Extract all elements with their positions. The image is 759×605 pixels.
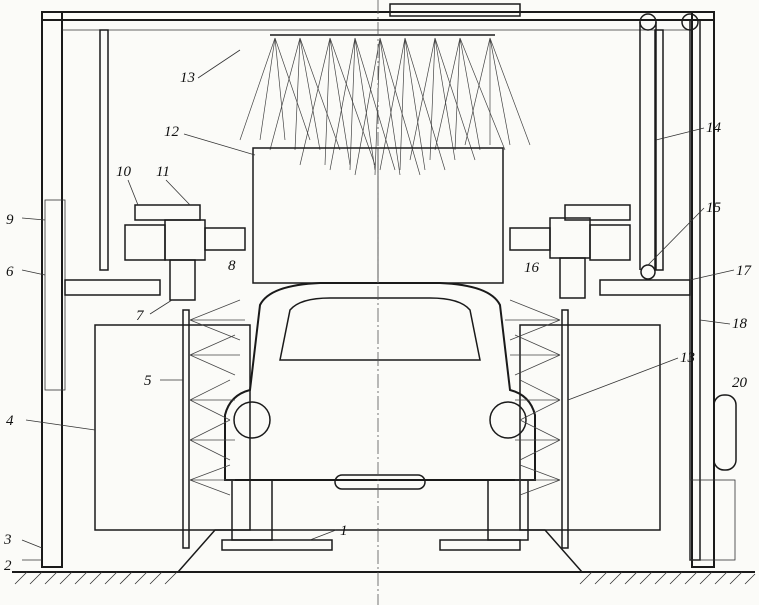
rail-track xyxy=(177,529,583,573)
part-labels: 1 2 3 4 5 6 7 8 9 10 11 12 13 13 14 15 1… xyxy=(3,70,753,574)
side-spray-pipes xyxy=(182,299,569,549)
car xyxy=(224,282,536,541)
side-brushes xyxy=(94,324,661,531)
label-13-top: 13 xyxy=(180,70,195,86)
label-17: 17 xyxy=(736,263,753,279)
label-9: 9 xyxy=(6,212,14,228)
label-6: 6 xyxy=(6,264,14,280)
label-14: 14 xyxy=(706,120,722,136)
label-10: 10 xyxy=(116,164,132,180)
label-5: 5 xyxy=(144,373,152,389)
label-12: 12 xyxy=(164,124,180,140)
counterweight xyxy=(713,394,737,471)
label-2: 2 xyxy=(4,558,12,574)
label-4: 4 xyxy=(6,413,14,429)
label-15: 15 xyxy=(706,200,722,216)
right-drive-unit xyxy=(509,204,691,299)
ground xyxy=(12,571,756,585)
label-18: 18 xyxy=(732,316,748,332)
label-1: 1 xyxy=(340,523,348,539)
portal-frame xyxy=(41,11,736,568)
label-3: 3 xyxy=(3,532,12,548)
left-drive-unit xyxy=(64,204,246,301)
label-16: 16 xyxy=(524,260,540,276)
leader-lines xyxy=(21,49,735,561)
label-20: 20 xyxy=(732,375,748,391)
label-7: 7 xyxy=(136,308,145,324)
label-11: 11 xyxy=(156,164,170,180)
lift-chain xyxy=(639,13,699,280)
top-spray-header xyxy=(239,3,531,176)
label-8: 8 xyxy=(228,258,236,274)
label-13-right: 13 xyxy=(680,350,695,366)
